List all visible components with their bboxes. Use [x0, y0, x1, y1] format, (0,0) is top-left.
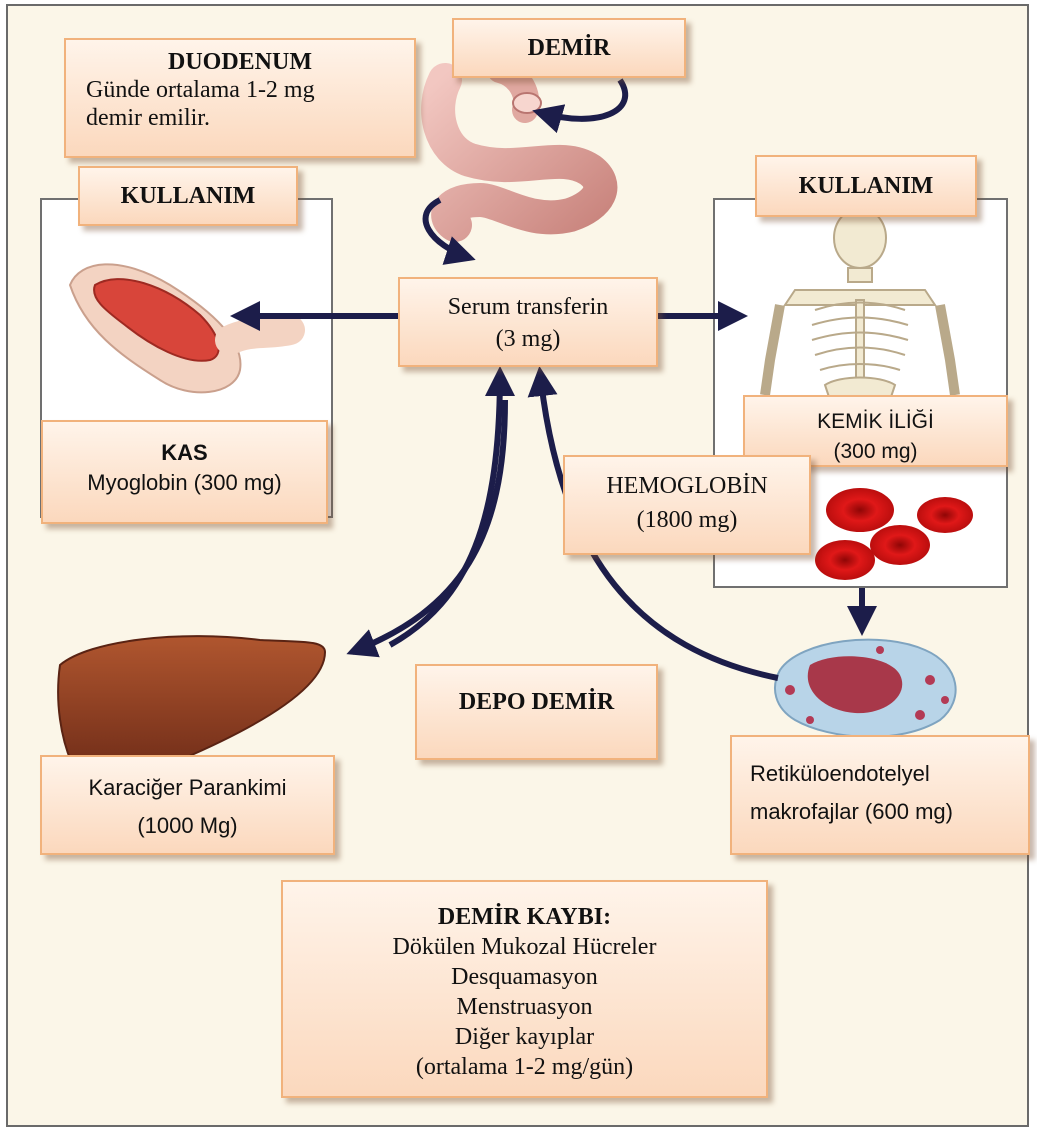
kayip-title: DEMİR KAYBI: [283, 902, 766, 932]
duodenum-illustration [438, 70, 600, 225]
depo-demir-box: DEPO DEMİR [415, 664, 658, 760]
duodenum-title: DUODENUM [86, 48, 414, 76]
arrow-into-duodenum [538, 80, 625, 119]
kayip-item-4: Diğer kayıplar [283, 1022, 766, 1052]
skeleton-illustration [765, 208, 955, 400]
kas-box: KAS Myoglobin (300 mg) [41, 420, 328, 524]
duodenum-line-1: Günde ortalama 1-2 mg [86, 76, 414, 104]
kas-title: KAS [43, 438, 326, 468]
demir-label: DEMİR [528, 35, 611, 61]
kemik-line-1: KEMİK İLİĞİ [745, 407, 1006, 437]
depo-label: DEPO DEMİR [459, 689, 614, 715]
kullanim-right-box: KULLANIM [755, 155, 977, 217]
macrophage-illustration [775, 640, 956, 737]
serum-line-1: Serum transferin [400, 291, 656, 323]
hemoglobin-line-2: (1800 mg) [565, 503, 809, 537]
retikulo-line-1: Retiküloendotelyel [750, 755, 1028, 793]
demir-kaybi-box: DEMİR KAYBI: Dökülen Mukozal Hücreler De… [281, 880, 768, 1098]
retikulo-box: Retiküloendotelyel makrofajlar (600 mg) [730, 735, 1030, 855]
kayip-item-2: Desquamasyon [283, 962, 766, 992]
hemoglobin-box: HEMOGLOBİN (1800 mg) [563, 455, 811, 555]
kas-line-1: Myoglobin (300 mg) [43, 468, 326, 498]
kayip-item-3: Menstruasyon [283, 992, 766, 1022]
kayip-item-1: Dökülen Mukozal Hücreler [283, 932, 766, 962]
duodenum-line-2: demir emilir. [86, 104, 414, 132]
retikulo-line-2: makrofajlar (600 mg) [750, 793, 1028, 831]
serum-line-2: (3 mg) [400, 323, 656, 355]
kullanim-right-label: KULLANIM [799, 173, 934, 199]
red-blood-cells-illustration [815, 488, 973, 580]
kayip-item-5: (ortalama 1-2 mg/gün) [283, 1052, 766, 1082]
duodenum-box: DUODENUM Günde ortalama 1-2 mg demir emi… [64, 38, 416, 158]
karaciger-box: Karaciğer Parankimi (1000 Mg) [40, 755, 335, 855]
muscle-illustration [70, 264, 290, 392]
kullanim-left-label: KULLANIM [121, 183, 256, 209]
karaciger-line-2: (1000 Mg) [42, 807, 333, 845]
demir-label-box: DEMİR [452, 18, 686, 78]
serum-transferin-box: Serum transferin (3 mg) [398, 277, 658, 367]
kullanim-left-box: KULLANIM [78, 166, 298, 226]
arrow-storage-to-serum [390, 372, 500, 645]
hemoglobin-line-1: HEMOGLOBİN [565, 469, 809, 503]
liver-illustration [58, 636, 325, 774]
karaciger-line-1: Karaciğer Parankimi [42, 769, 333, 807]
